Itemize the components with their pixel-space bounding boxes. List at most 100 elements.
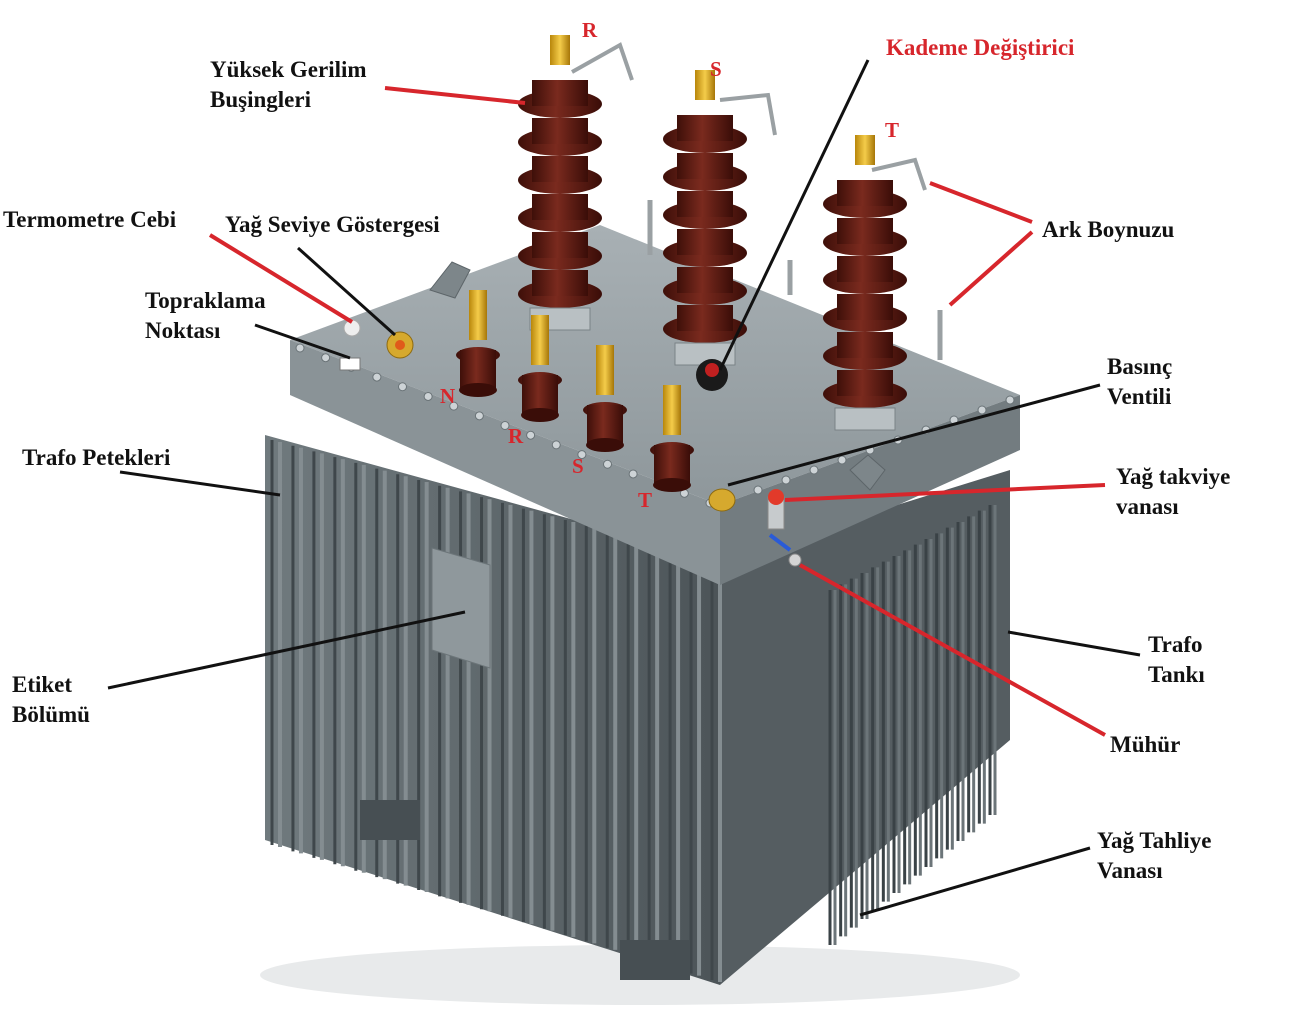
label-oil-drain-valve-line2: Vanası (1097, 858, 1163, 883)
bolt (577, 450, 587, 460)
bolt (551, 440, 561, 450)
hv-bushing-terminal (550, 35, 570, 65)
label-hv-bushings-line1: Yüksek Gerilim (210, 57, 367, 82)
leader-seal (799, 563, 1106, 737)
label-label-section-line2: Bölümü (12, 702, 90, 727)
bolt (449, 401, 459, 411)
label-grounding-point-line1: Topraklama (145, 288, 266, 313)
bolt (628, 469, 638, 479)
label-tank-line2: Tankı (1148, 662, 1205, 687)
bolt (295, 343, 305, 353)
hv-bushing-core (837, 370, 893, 396)
bolt (372, 372, 382, 382)
leader-radiator (119, 470, 281, 497)
bolt (781, 475, 791, 485)
lv-phase-s: S (572, 454, 584, 478)
label-oil-fill-valve-line2: vanası (1116, 494, 1179, 519)
lv-phase-n: N (440, 384, 456, 408)
leader-oil-drain (859, 846, 1091, 917)
lv-bushing-base (653, 478, 691, 492)
hv-bushing-core (837, 256, 893, 282)
seal-point (788, 553, 802, 567)
leader-arc-horn-2 (948, 230, 1034, 307)
hv-bushing-core (677, 191, 733, 217)
hv-bushing-terminal (855, 135, 875, 165)
leader-tap-changer (718, 59, 870, 371)
lifting-lug-right (849, 454, 886, 491)
bolt (321, 353, 331, 363)
lv-phase-t: T (638, 488, 653, 512)
leader-arc-horn-1 (929, 181, 1033, 224)
lv-bushing-base (586, 438, 624, 452)
pressure-valve (708, 488, 736, 512)
bolt (753, 485, 763, 495)
hv-bushing-flange (834, 407, 896, 431)
label-arc-horn: Ark Boynuzu (1042, 217, 1175, 242)
hv-bushing-core (532, 194, 588, 220)
leader-grounding (254, 323, 351, 360)
hv-bushing-core (532, 80, 588, 106)
label-label-section: Etiket Bölümü (12, 670, 90, 730)
bolt (809, 465, 819, 475)
lv-bushings (456, 290, 694, 492)
label-grounding-point: Topraklama Noktası (145, 286, 266, 346)
bolt (603, 459, 612, 469)
label-pressure-valve: Basınç Ventili (1107, 352, 1172, 412)
lv-bushing-base (521, 408, 559, 422)
leader-oil-level (296, 246, 397, 337)
bolt (977, 405, 987, 415)
hv-bushing-core (532, 232, 588, 258)
hv-bushing-core (532, 118, 588, 144)
leader-hv-bushings (384, 86, 526, 105)
lv-bushing-terminal (663, 385, 681, 435)
leader-pressure-valve (727, 383, 1101, 487)
hv-bushing-core (677, 229, 733, 255)
label-pressure-valve-line2: Ventili (1107, 384, 1172, 409)
label-oil-drain-valve-line1: Yağ Tahliye (1097, 828, 1212, 853)
label-radiator-fins: Trafo Petekleri (22, 445, 171, 470)
lifting-lug-left (429, 261, 471, 299)
bolt (837, 455, 847, 465)
hv-bushing-core (837, 218, 893, 244)
lv-bushing-terminal (596, 345, 614, 395)
lv-bushing (456, 290, 500, 397)
bolt (398, 382, 407, 392)
hv-bushing-core (532, 156, 588, 182)
lv-phase-r: R (508, 424, 524, 448)
bolt (526, 430, 536, 440)
bolt (423, 391, 433, 401)
hv-bushing-core (677, 153, 733, 179)
base-foot-right (620, 940, 690, 980)
hv-phase-s: S (710, 57, 722, 81)
label-thermometer-pocket: Termometre Cebi (3, 207, 177, 232)
arc-horn-r (571, 42, 634, 81)
bolt (474, 411, 484, 421)
hv-bushing-core (837, 294, 893, 320)
label-seal: Mühür (1110, 732, 1181, 757)
label-hv-bushings: Yüksek Gerilim Buşingleri (210, 55, 367, 115)
tank-lid-front-edge (290, 340, 720, 585)
leader-thermometer (208, 233, 354, 324)
label-grounding-point-line2: Noktası (145, 318, 221, 343)
label-hv-bushings-line2: Buşingleri (210, 87, 311, 112)
hv-bushing (518, 35, 602, 331)
label-oil-fill-valve-line1: Yağ takviye (1116, 464, 1231, 489)
label-oil-fill-valve: Yağ takviye vanası (1116, 462, 1230, 522)
lv-bushing (518, 315, 562, 422)
hv-bushing-core (677, 267, 733, 293)
hv-bushing-core (677, 115, 733, 141)
lv-bushing (650, 385, 694, 492)
nameplate (431, 547, 491, 669)
arc-horn-t (871, 157, 927, 191)
base-foot-left (360, 800, 420, 840)
label-label-section-line1: Etiket (12, 672, 73, 697)
leader-label-section (107, 610, 466, 690)
label-oil-level-indicator: Yağ Seviye Göstergesi (225, 212, 440, 237)
leader-oil-fill (784, 483, 1106, 502)
label-tank: Trafo Tankı (1148, 630, 1205, 690)
label-oil-drain-valve: Yağ Tahliye Vanası (1097, 826, 1211, 886)
hv-bushing (823, 135, 907, 431)
